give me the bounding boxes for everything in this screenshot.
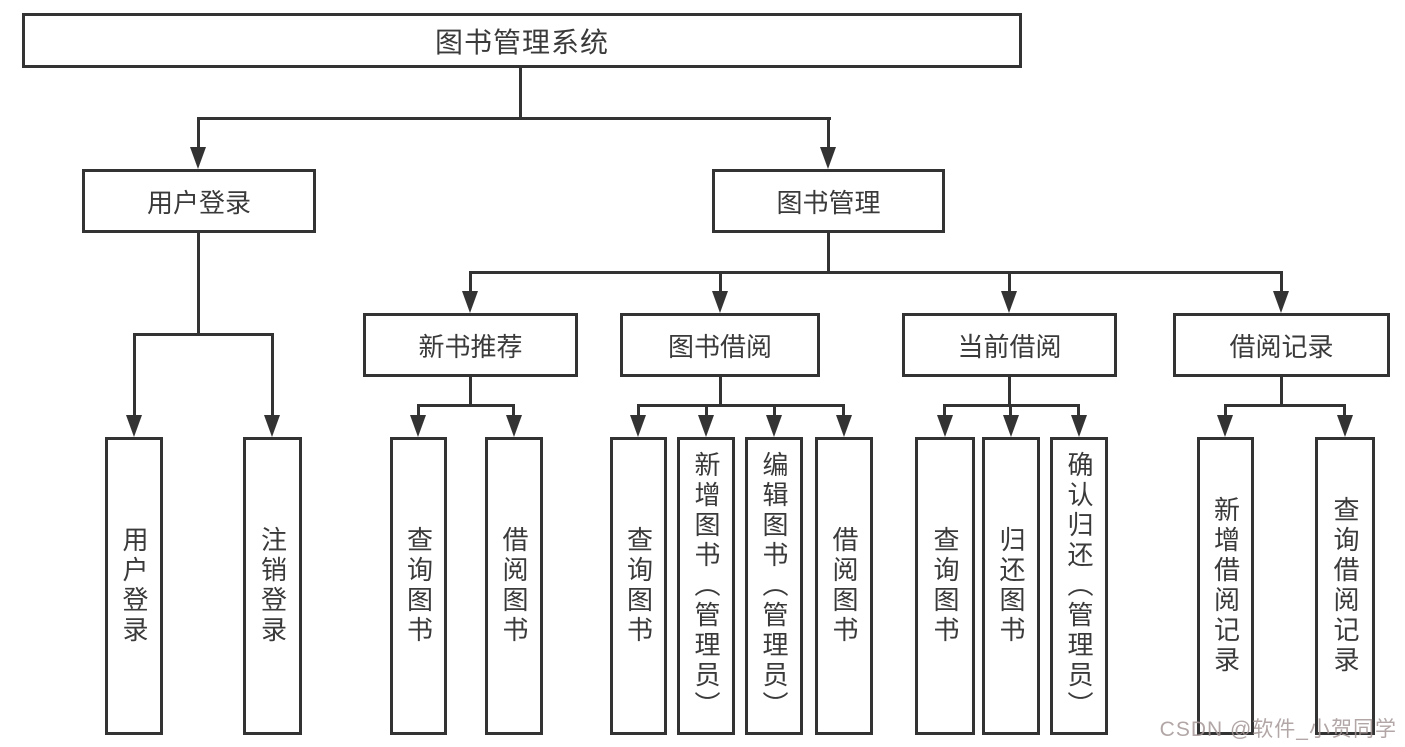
connector [637,404,640,417]
arrow-down-icon [820,147,836,169]
node-book-borrowing: 图书借阅 [620,313,820,377]
arrow-down-icon [1001,291,1017,313]
leaf-label: 查询图书 [403,526,434,646]
connector [1224,404,1227,417]
node-label: 借阅记录 [1229,331,1334,362]
node-library-system: 图书管理系统 [22,13,1022,68]
arrow-down-icon [630,415,646,437]
leaf-label: 借阅图书 [499,526,529,646]
arrow-down-icon [698,415,714,437]
connector [842,404,845,417]
leaf-label: 确认归还（管理员） [1064,451,1094,721]
leaf-borrow-books: 借阅图书 [815,437,873,735]
arrow-down-icon [1273,291,1289,313]
arrow-down-icon [506,415,522,437]
connector [417,404,515,407]
arrow-down-icon [410,415,426,437]
connector [512,404,515,417]
connector [417,404,420,417]
connector [469,377,472,406]
arrow-down-icon [1217,415,1233,437]
leaf-label: 归还图书 [996,526,1026,646]
node-label: 新书推荐 [418,331,523,362]
leaf-label: 编辑图书（管理员） [759,451,789,721]
connector [719,271,722,293]
connector [469,271,472,293]
node-label: 图书管理系统 [434,26,609,58]
leaf-label: 用户登录 [119,526,149,646]
leaf-label: 注销登录 [257,526,288,646]
connector [1280,377,1283,406]
connector [1008,377,1011,406]
leaf-confirm-return-admin: 确认归还（管理员） [1050,437,1108,735]
connector [1224,404,1345,407]
csdn-watermark: CSDN @软件_小贺同学 [1159,718,1397,741]
connector [1280,271,1283,293]
arrow-down-icon [190,147,206,169]
leaf-borrow-books-recommend: 借阅图书 [485,437,543,735]
leaf-label: 借阅图书 [829,526,859,646]
leaf-logout: 注销登录 [243,437,302,735]
node-current-borrowing: 当前借阅 [902,313,1117,377]
connector [519,68,522,118]
arrow-down-icon [1071,415,1087,437]
connector [271,333,274,417]
node-label: 当前借阅 [957,331,1062,362]
arrow-down-icon [1003,415,1019,437]
arrow-down-icon [462,291,478,313]
connector [773,404,776,417]
node-new-book-recommend: 新书推荐 [363,313,578,377]
node-label: 图书管理 [776,187,881,218]
node-label: 图书借阅 [667,331,772,362]
connector [133,333,136,417]
leaf-label: 查询图书 [930,526,960,646]
leaf-label: 查询图书 [623,526,654,646]
leaf-query-books-recommend: 查询图书 [390,437,447,735]
connector [1343,404,1346,417]
node-borrowing-records: 借阅记录 [1173,313,1390,377]
leaf-add-book-admin: 新增图书（管理员） [677,437,735,735]
connector [1009,404,1012,417]
leaf-user-login: 用户登录 [105,437,163,735]
connector [827,117,830,149]
arrow-down-icon [264,415,280,437]
leaf-query-books-borrowing: 查询图书 [610,437,667,735]
arrow-down-icon [1337,415,1353,437]
connector [197,117,831,120]
connector [197,233,200,336]
connector [719,377,722,406]
arrow-down-icon [766,415,782,437]
leaf-add-borrow-record: 新增借阅记录 [1197,437,1254,735]
leaf-label: 新增图书（管理员） [691,451,721,721]
leaf-query-borrow-record: 查询借阅记录 [1315,437,1375,735]
connector [705,404,708,417]
leaf-query-books-current: 查询图书 [915,437,975,735]
leaf-return-book: 归还图书 [982,437,1040,735]
connector [1008,271,1011,293]
connector [1077,404,1080,417]
node-book-management: 图书管理 [712,169,945,233]
connector [197,117,200,149]
connector [469,271,1282,274]
node-user-login: 用户登录 [82,169,316,233]
arrow-down-icon [937,415,953,437]
arrow-down-icon [836,415,852,437]
node-label: 用户登录 [146,187,251,218]
leaf-label: 查询借阅记录 [1330,496,1360,676]
arrow-down-icon [126,415,142,437]
leaf-label: 新增借阅记录 [1210,496,1241,676]
leaf-edit-book-admin: 编辑图书（管理员） [745,437,803,735]
connector [637,404,845,407]
connector [943,404,946,417]
arrow-down-icon [712,291,728,313]
connector [827,233,830,273]
connector [133,333,274,336]
